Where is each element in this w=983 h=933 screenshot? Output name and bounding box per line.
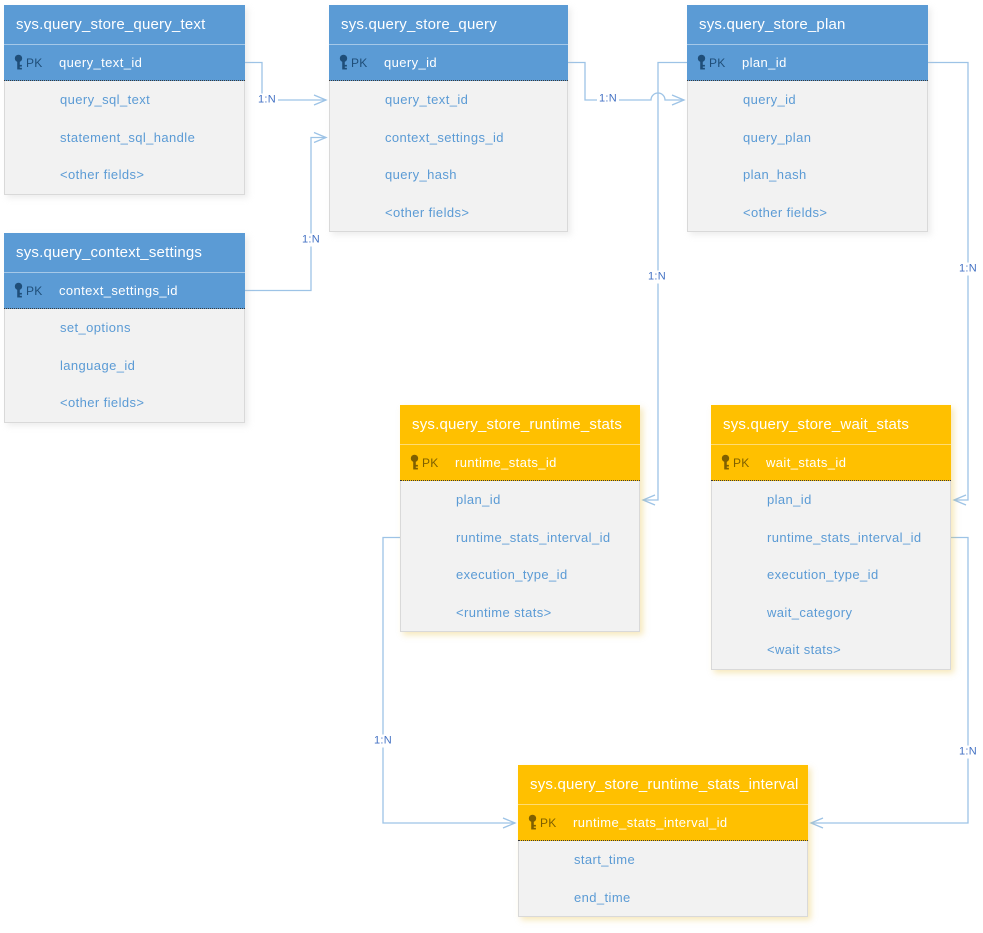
primary-key-icon [13,282,24,299]
table-title: sys.query_store_plan [687,5,928,44]
field-row: <other fields> [743,204,828,220]
primary-key-icon [696,54,707,71]
field-list: plan_id runtime_stats_interval_id executio… [400,481,640,632]
cardinality-label: 1:N [371,734,395,748]
table-title: sys.query_context_settings [4,233,245,272]
field-list: start_time end_time [518,841,808,917]
field-row: wait_category [767,604,853,620]
table-query-store-query-text: sys.query_store_query_text PK query_text… [4,5,245,195]
field-row: execution_type_id [456,567,568,583]
table-title: sys.query_store_runtime_stats_interval [518,765,808,804]
field-list: query_sql_text statement_sql_handle <other… [4,81,245,195]
field-row: query_id [743,92,797,108]
table-query-store-query: sys.query_store_query PK query_id query_… [329,5,568,232]
cardinality-label: 1:N [299,233,323,247]
field-row: query_plan [743,129,812,145]
pk-field-name: wait_stats_id [766,455,847,470]
field-list: set_options language_id <other fields> [4,309,245,423]
primary-key-row: PK query_text_id [4,44,245,81]
table-title: sys.query_store_query [329,5,568,44]
pk-field-name: query_text_id [59,55,143,70]
pk-field-name: plan_id [742,55,787,70]
primary-key-row: PK plan_id [687,44,928,81]
primary-key-icon [409,454,420,471]
table-query-store-runtime-stats-interval: sys.query_store_runtime_stats_interval P… [518,765,808,917]
connector-plan-to-waitstats [928,61,969,506]
field-row: runtime_stats_interval_id [767,529,922,545]
field-list: query_text_id context_settings_id query_ha… [329,81,568,232]
cardinality-label: 1:N [956,745,980,759]
pk-label: PK [26,55,43,70]
pk-field-name: query_id [384,55,438,70]
pk-field-name: runtime_stats_id [455,455,557,470]
pk-field-name: context_settings_id [59,283,178,298]
pk-label: PK [422,455,439,470]
field-row: <wait stats> [767,642,842,658]
field-row: end_time [574,889,631,905]
field-row: start_time [574,852,636,868]
field-row: <other fields> [60,167,145,183]
pk-label: PK [540,815,557,830]
connector-waitstats-to-interval [809,536,969,829]
connector-runtimestats-to-interval [382,536,517,829]
connector-query-to-plan [568,61,686,106]
field-row: context_settings_id [385,129,504,145]
field-row: plan_id [767,492,812,508]
field-row: <other fields> [60,395,145,411]
field-row: runtime_stats_interval_id [456,529,611,545]
connector-contextsettings-to-query [245,131,328,292]
field-row: query_hash [385,167,457,183]
cardinality-label: 1:N [596,92,620,106]
table-title: sys.query_store_wait_stats [711,405,951,444]
pk-label: PK [733,455,750,470]
field-row: statement_sql_handle [60,129,196,145]
pk-field-name: runtime_stats_interval_id [573,815,728,830]
primary-key-row: PK context_settings_id [4,272,245,309]
connector-querytext-to-query [245,61,328,106]
pk-label: PK [26,283,43,298]
field-row: set_options [60,320,131,336]
pk-label: PK [351,55,368,70]
primary-key-row: PK query_id [329,44,568,81]
pk-label: PK [709,55,726,70]
table-title: sys.query_store_query_text [4,5,245,44]
field-row: query_text_id [385,92,469,108]
primary-key-icon [338,54,349,71]
field-row: <runtime stats> [456,604,552,620]
cardinality-label: 1:N [956,262,980,276]
primary-key-icon [13,54,24,71]
primary-key-row: PK runtime_stats_interval_id [518,804,808,841]
primary-key-icon [720,454,731,471]
table-query-store-runtime-stats: sys.query_store_runtime_stats PK runtime… [400,405,640,632]
field-row: <other fields> [385,204,470,220]
cardinality-label: 1:N [645,270,669,284]
primary-key-icon [527,814,538,831]
table-query-context-settings: sys.query_context_settings PK context_se… [4,233,245,423]
primary-key-row: PK runtime_stats_id [400,444,640,481]
field-row: query_sql_text [60,92,151,108]
cardinality-label: 1:N [255,93,279,107]
table-query-store-plan: sys.query_store_plan PK plan_id query_id… [687,5,928,232]
field-row: execution_type_id [767,567,879,583]
table-query-store-wait-stats: sys.query_store_wait_stats PK wait_stats… [711,405,951,670]
field-list: plan_id runtime_stats_interval_id executio… [711,481,951,670]
field-row: plan_hash [743,167,807,183]
table-title: sys.query_store_runtime_stats [400,405,640,444]
field-row: language_id [60,357,136,373]
primary-key-row: PK wait_stats_id [711,444,951,481]
field-row: plan_id [456,492,501,508]
field-list: query_id query_plan plan_hash <other fields… [687,81,928,232]
